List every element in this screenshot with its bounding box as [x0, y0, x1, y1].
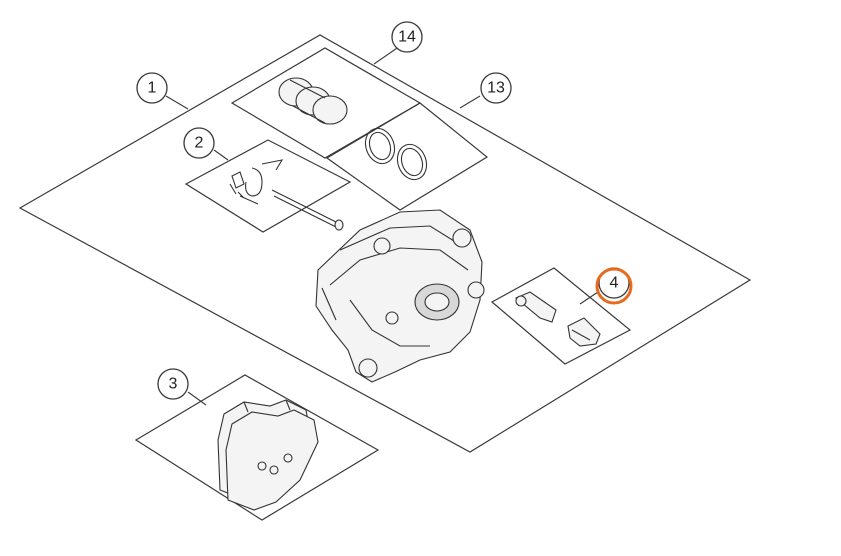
callout-14[interactable]: 14 [391, 21, 423, 53]
caliper-body-illustration [315, 209, 485, 383]
leader-2 [213, 149, 229, 161]
frame-caliper-assembly [18, 34, 752, 453]
frame-seals [325, 102, 489, 211]
callout-2[interactable]: 2 [183, 127, 215, 159]
leader-13 [459, 95, 481, 109]
seals-illustration [364, 127, 428, 181]
pin-kit-illustration [229, 159, 344, 231]
svg-text:13: 13 [487, 80, 505, 97]
brake-pads-illustration [217, 399, 319, 511]
leader-4 [579, 291, 599, 305]
svg-text:2: 2 [195, 135, 204, 152]
leader-3 [187, 391, 207, 406]
callout-4[interactable]: 4 [595, 267, 633, 305]
bleeder-illustration [514, 291, 601, 347]
highlight-ring [595, 267, 633, 305]
callout-3[interactable]: 3 [157, 368, 189, 400]
leader-14 [373, 45, 401, 65]
frame-pin-kit [184, 139, 352, 233]
frame-brake-pads [134, 374, 380, 521]
pistons-illustration [278, 77, 348, 125]
svg-text:4: 4 [610, 275, 619, 292]
frame-bleeder [490, 267, 632, 365]
callout-13[interactable]: 13 [480, 72, 512, 104]
svg-text:1: 1 [148, 80, 157, 97]
svg-text:3: 3 [169, 376, 178, 393]
leader-1 [165, 95, 189, 110]
callout-1[interactable]: 1 [136, 72, 168, 104]
svg-text:14: 14 [398, 29, 416, 46]
